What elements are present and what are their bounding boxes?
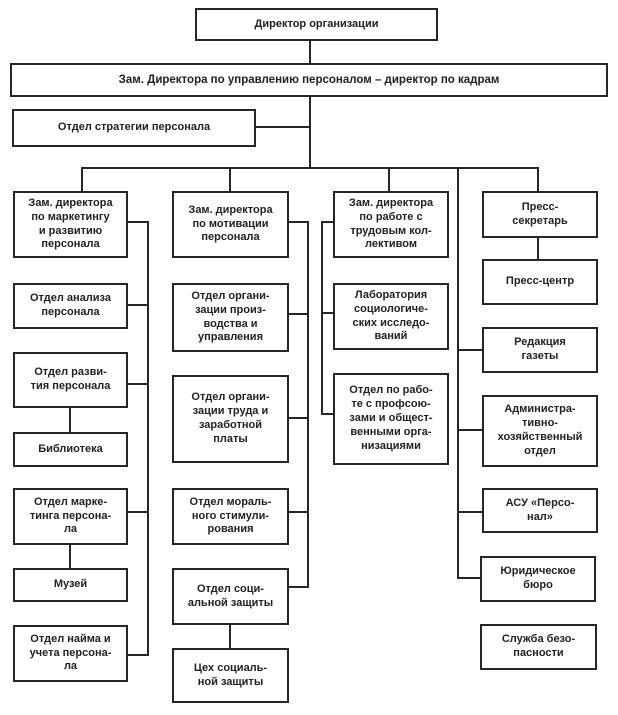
node-library: Библиотека bbox=[13, 432, 128, 467]
connector-stub-deputy3 bbox=[321, 221, 335, 223]
node-org-labor-dept: Отдел органи- зации труда и заработной п… bbox=[172, 375, 289, 463]
node-org-production-dept: Отдел органи- зации произ- водства и упр… bbox=[172, 283, 289, 352]
connector-strategy-stub bbox=[256, 126, 311, 128]
node-press-secretary: Пресс- секретарь bbox=[482, 191, 598, 238]
node-press-center: Пресс-центр bbox=[482, 259, 598, 305]
node-museum: Музей bbox=[13, 568, 128, 602]
connector-stub-sociology-lab bbox=[321, 312, 335, 314]
node-admin-dept: Администра- тивно- хозяйственный отдел bbox=[482, 395, 598, 467]
connector-stub-org-production bbox=[287, 313, 309, 315]
connector-stub-admin bbox=[457, 429, 484, 431]
connector-stub-analysis bbox=[126, 304, 149, 306]
connector-stub-org-labor bbox=[287, 417, 309, 419]
node-director: Директор организации bbox=[195, 8, 438, 41]
connector-col2-feeder bbox=[307, 221, 309, 588]
connector-col3-feeder bbox=[321, 221, 323, 415]
node-asu-personal: АСУ «Персо- нал» bbox=[482, 488, 598, 533]
connector-col4-feeder bbox=[457, 167, 459, 579]
node-analysis-dept: Отдел анализа персонала bbox=[13, 283, 128, 329]
connector-stub-moral bbox=[287, 511, 309, 513]
node-marketing-dept: Отдел марке- тинга персона- ла bbox=[13, 488, 128, 545]
connector-stub-social-protection bbox=[287, 586, 309, 588]
connector-stub-hiring bbox=[126, 654, 149, 656]
node-strategy-dept: Отдел стратегии персонала bbox=[12, 109, 256, 147]
node-social-protection-dept: Отдел соци- альной защиты bbox=[172, 568, 289, 625]
connector-drop-deputy1 bbox=[81, 167, 83, 192]
node-hiring-dept: Отдел найма и учета персона- ла bbox=[13, 625, 128, 682]
connector-stub-newspaper bbox=[457, 349, 484, 351]
connector-stub-deputy2 bbox=[287, 221, 309, 223]
node-social-shop: Цех социаль- ной защиты bbox=[172, 648, 289, 703]
connector-hub-bar bbox=[81, 167, 539, 169]
node-deputy-labor-collective: Зам. директора по работе с трудовым кол-… bbox=[333, 191, 449, 258]
connector-col1-feeder bbox=[147, 221, 149, 656]
connector-hr-hub bbox=[309, 96, 311, 169]
node-trade-unions-dept: Отдел по рабо- те с профсою- зами и обще… bbox=[333, 373, 449, 465]
node-development-dept: Отдел разви- тия персонала bbox=[13, 352, 128, 408]
connector-marketing-museum bbox=[69, 545, 71, 568]
connector-socialprotect-shop bbox=[229, 625, 231, 648]
node-security-service: Служба безо- пасности bbox=[480, 624, 597, 670]
connector-stub-development bbox=[126, 383, 149, 385]
connector-stub-deputy1 bbox=[126, 221, 149, 223]
node-moral-stimulation-dept: Отдел мораль- ного стимули- рования bbox=[172, 488, 289, 545]
node-deputy-marketing: Зам. директора по маркетингу и развитию … bbox=[13, 191, 128, 258]
connector-drop-press-secretary bbox=[537, 167, 539, 192]
node-deputy-motivation: Зам. директора по мотивации персонала bbox=[172, 191, 289, 258]
connector-drop-deputy3 bbox=[388, 167, 390, 192]
node-legal-bureau: Юридическое бюро bbox=[480, 556, 596, 602]
connector-stub-legal bbox=[457, 577, 482, 579]
connector-presssec-presscenter bbox=[537, 238, 539, 259]
node-newspaper: Редакция газеты bbox=[482, 327, 598, 373]
node-sociology-lab: Лаборатория социологиче- ских исследо- в… bbox=[333, 283, 449, 350]
connector-stub-marketing bbox=[126, 511, 149, 513]
connector-stub-trade-unions bbox=[321, 413, 335, 415]
connector-director-hr bbox=[309, 40, 311, 64]
connector-stub-asu bbox=[457, 511, 484, 513]
connector-drop-deputy2 bbox=[229, 167, 231, 192]
connector-development-library bbox=[69, 408, 71, 432]
node-hr-director: Зам. Директора по управлению персоналом … bbox=[10, 63, 608, 97]
